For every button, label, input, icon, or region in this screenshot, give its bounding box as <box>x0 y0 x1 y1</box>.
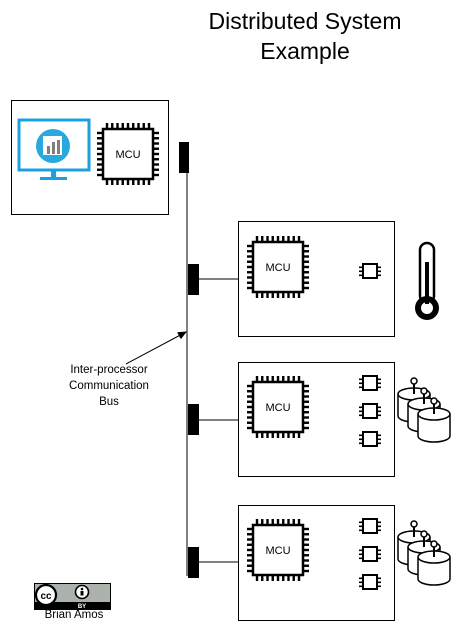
bus-label-line: Communication <box>69 380 149 392</box>
bus-connector-4 <box>188 547 199 578</box>
mcu-chip: MCU <box>247 236 309 298</box>
valves-icon <box>397 520 451 586</box>
bus-connector-2 <box>188 264 199 295</box>
title-line-2: Example <box>260 38 350 64</box>
bus-label-arrow <box>125 331 187 365</box>
author-credit: Brian Amos <box>44 609 104 621</box>
mcu-label: MCU <box>265 402 290 414</box>
peripheral-chip <box>359 263 381 279</box>
bus-connector-3 <box>188 404 199 435</box>
bus-label-line: Bus <box>99 396 119 408</box>
monitor-icon <box>17 118 91 180</box>
bus-label: Inter-processor Communication Bus <box>44 362 174 410</box>
mcu-chip: MCU <box>247 519 309 581</box>
cc-by-license-badge: cc BY <box>34 583 111 610</box>
peripheral-chip <box>359 546 381 562</box>
peripheral-chip <box>359 375 381 391</box>
mcu-label: MCU <box>115 149 140 161</box>
bus-connector-1 <box>179 142 189 173</box>
mcu-chip: MCU <box>247 376 309 438</box>
title-line-1: Distributed System <box>208 8 402 34</box>
mcu-label: MCU <box>265 545 290 557</box>
mcu-label: MCU <box>265 262 290 274</box>
mcu-chip: MCU <box>97 123 159 185</box>
thermometer-icon <box>415 241 439 320</box>
diagram-title: Distributed System Example <box>160 6 450 66</box>
peripheral-chip <box>359 518 381 534</box>
peripheral-chip <box>359 574 381 590</box>
by-text: BY <box>78 604 86 610</box>
peripheral-chip <box>359 403 381 419</box>
bus-label-line: Inter-processor <box>70 364 148 376</box>
svg-text:cc: cc <box>40 591 52 602</box>
peripheral-chip <box>359 431 381 447</box>
cc-icon <box>34 583 58 607</box>
valves-icon <box>397 377 451 443</box>
chips-layer: MCU MCU MCU MCU <box>97 123 381 590</box>
